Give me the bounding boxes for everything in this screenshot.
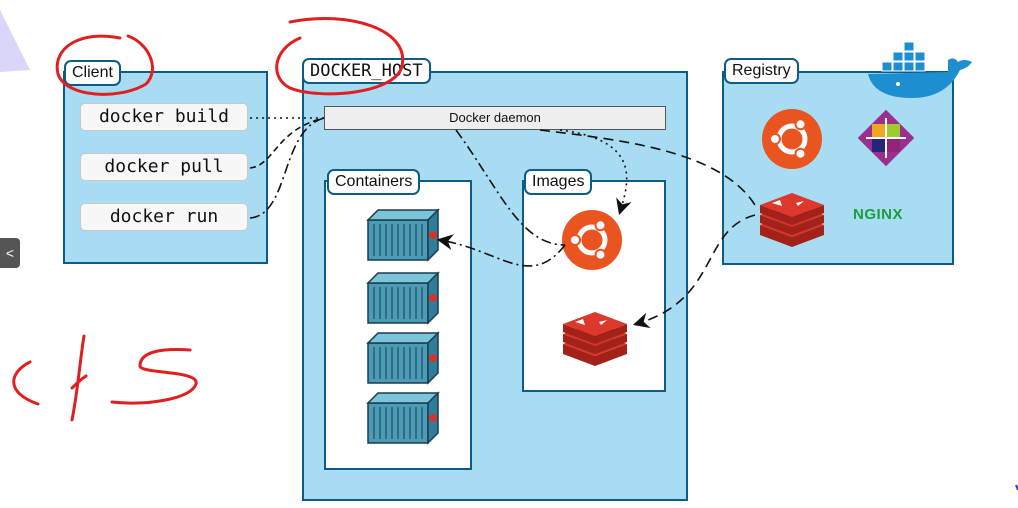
nginx-logo: NGINX	[853, 206, 904, 223]
registry-label: Registry	[724, 58, 799, 84]
docker-run-command: docker run	[80, 203, 248, 231]
redis-icon	[563, 312, 627, 366]
docker-build-command: docker build	[80, 103, 248, 131]
docker-daemon-bar: Docker daemon	[324, 106, 666, 130]
centos-icon	[857, 109, 915, 167]
registry-box	[722, 71, 954, 265]
docker-whale-icon	[868, 41, 972, 98]
containers-label: Containers	[327, 169, 421, 195]
container-icon	[367, 272, 439, 324]
handwritten-annotations	[12, 17, 405, 422]
previous-slide-button[interactable]: <	[0, 238, 20, 268]
container-icon	[367, 332, 439, 384]
client-label: Client	[64, 60, 121, 86]
container-icon	[367, 209, 439, 261]
docker-pull-command: docker pull	[80, 153, 248, 181]
images-label: Images	[524, 169, 593, 195]
ubuntu-icon	[562, 210, 622, 270]
redis-icon	[760, 193, 824, 247]
connector-lines	[249, 117, 756, 329]
container-icon	[367, 392, 439, 444]
ubuntu-icon	[762, 109, 822, 169]
